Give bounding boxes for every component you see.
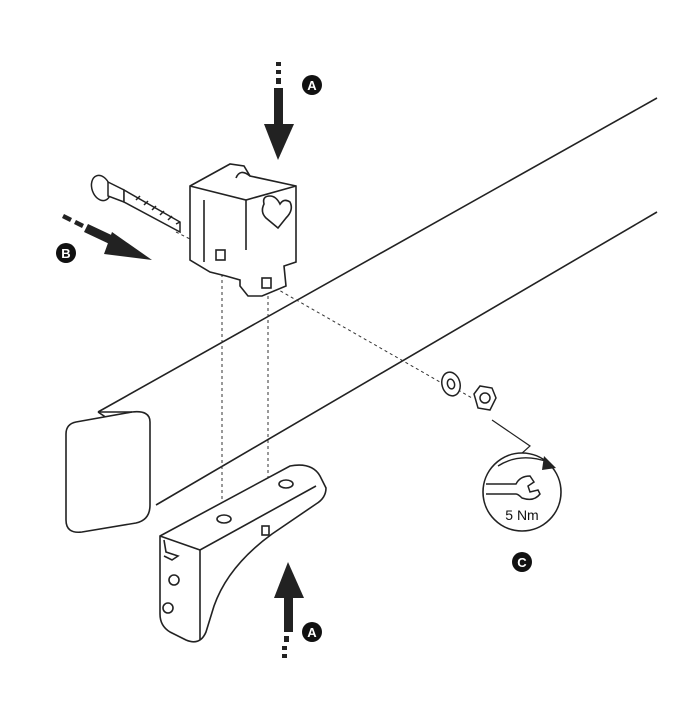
foot-hole-1 [216, 514, 232, 524]
right-arrow-icon [62, 214, 152, 260]
heart-cutout [261, 195, 293, 230]
marker-a-bottom: A [302, 622, 322, 642]
foot-pin-2 [162, 602, 174, 614]
torque-callout: 5 Nm [482, 419, 562, 532]
foot-pin-1 [168, 574, 180, 586]
support-foot [159, 464, 327, 643]
wrench-icon [486, 475, 541, 501]
foot-slot [261, 525, 270, 536]
clamp-bracket [189, 163, 297, 297]
carriage-bolt [90, 174, 181, 234]
washer [441, 371, 461, 397]
bracket-slot-left [215, 249, 226, 261]
roof-bar [65, 97, 658, 534]
marker-c: C [512, 552, 532, 572]
svg-text:C: C [517, 555, 527, 570]
marker-a-top: A [302, 75, 322, 95]
hex-nut [473, 385, 497, 411]
marker-b: B [56, 243, 76, 263]
torque-label: 5 Nm [505, 507, 538, 523]
down-arrow-icon [264, 62, 294, 160]
foot-hole-2 [278, 479, 294, 489]
svg-text:B: B [61, 246, 70, 261]
up-arrow-icon [274, 562, 304, 658]
svg-text:A: A [307, 625, 317, 640]
bar-end-cap [65, 410, 151, 534]
svg-text:A: A [307, 78, 317, 93]
bracket-slot-right [261, 277, 272, 289]
